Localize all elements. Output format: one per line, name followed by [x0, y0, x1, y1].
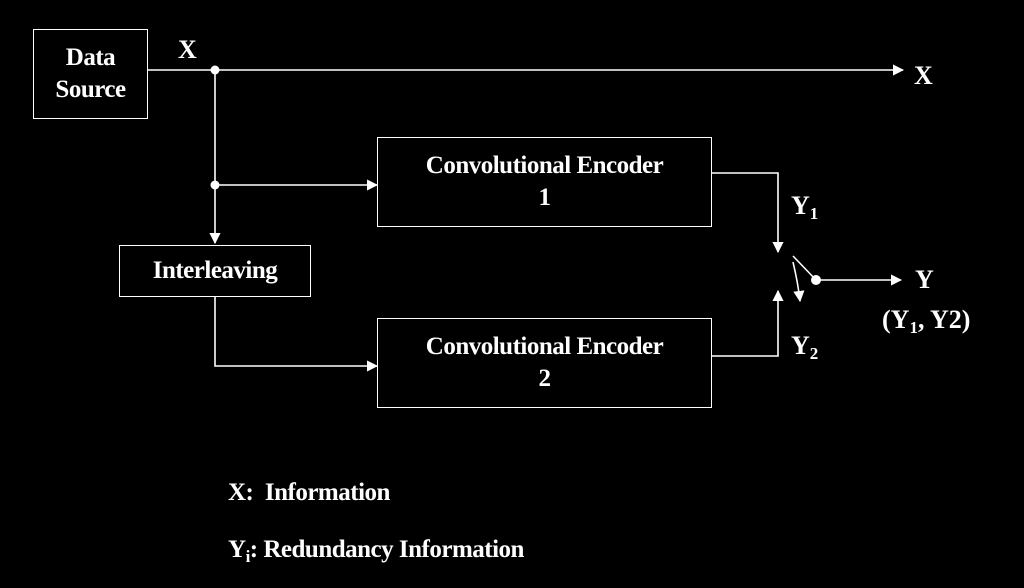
data-source-line2: Source	[55, 76, 126, 103]
legend-yi-rest: : Redundancy Information	[249, 536, 525, 563]
junction-dot-encoder-1	[210, 180, 220, 190]
y-pair-sub: 1	[909, 318, 918, 337]
line-encoder-2-to-switch	[712, 289, 784, 357]
y1-label-sub: 1	[809, 204, 819, 223]
convolutional-encoder-2-block: Convolutional Encoder 2	[377, 318, 712, 408]
y-pair-open: (Y	[882, 305, 910, 334]
interleaving-label: Interleaving	[152, 256, 278, 284]
legend-x-information: X: Information	[228, 479, 390, 506]
y1-label: Y1	[791, 191, 819, 223]
y2-label-sub: 2	[809, 344, 819, 363]
y1-label-base: Y	[791, 191, 810, 220]
y2-label-base: Y	[791, 331, 810, 360]
line-interleaving-to-encoder-2	[214, 297, 379, 372]
interleaving-block: Interleaving	[119, 245, 311, 297]
switch-pivot-dot	[811, 275, 821, 285]
encoder-1-line2: 1	[538, 184, 552, 211]
legend-yi-redundancy: Yi: Redundancy Information	[228, 537, 524, 565]
y-output-label: Y	[915, 265, 934, 294]
junction-dot-top	[210, 65, 220, 75]
convolutional-encoder-1-block: Convolutional Encoder 1	[377, 137, 712, 227]
encoder-2-line1: Convolutional Encoder	[425, 332, 664, 360]
y2-label: Y2	[791, 331, 819, 363]
data-source-block: Data Source	[33, 29, 148, 119]
x-output-label: X	[914, 61, 933, 90]
data-source-line1: Data	[65, 43, 116, 71]
legend-yi-base: Y	[228, 536, 246, 563]
encoder-1-line1: Convolutional Encoder	[425, 151, 664, 179]
line-encoder-1-to-switch	[712, 172, 784, 254]
encoder-2-line2: 2	[538, 365, 552, 392]
y-pair-rest: , Y2)	[917, 305, 971, 334]
y-pair-label: (Y1, Y2)	[882, 305, 971, 337]
legend-yi-sub: i	[245, 547, 251, 566]
switch-arm	[792, 255, 817, 281]
x-input-label: X	[178, 35, 197, 64]
switch-rotation-arrow	[792, 261, 805, 303]
